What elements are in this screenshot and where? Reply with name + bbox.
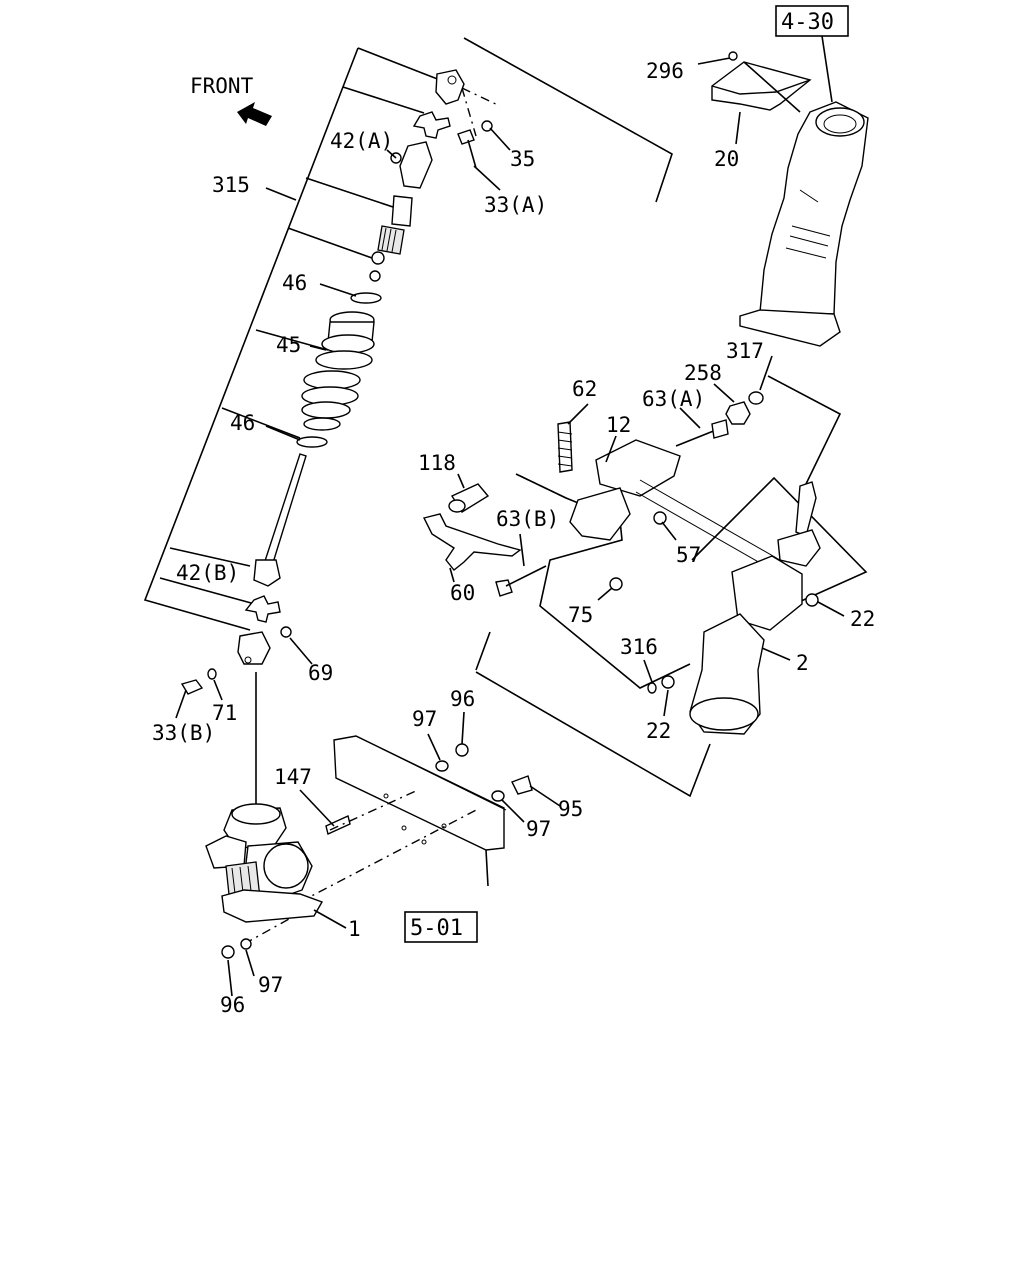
callout-22-right[interactable]: 22	[850, 607, 875, 631]
callout-316[interactable]: 316	[620, 635, 658, 659]
reference-5-01-label: 5-01	[410, 916, 463, 941]
callout-147[interactable]: 147	[274, 765, 312, 789]
boot-clamp-46-lower[interactable]	[296, 436, 328, 448]
nut-57[interactable]	[653, 511, 667, 525]
front-indicator: FRONT	[190, 74, 272, 126]
steering-shaft-upper[interactable]	[777, 481, 821, 567]
callout-20[interactable]: 20	[714, 147, 739, 171]
callout-315[interactable]: 315	[212, 173, 250, 197]
nut-96-bottom[interactable]	[221, 945, 235, 959]
universal-joint-cross-lower[interactable]	[244, 595, 281, 623]
callout-97-bottom[interactable]: 97	[258, 973, 283, 997]
lower-yoke[interactable]	[253, 559, 281, 587]
washer-97-bottom[interactable]	[240, 938, 252, 950]
callout-1[interactable]: 1	[348, 917, 361, 941]
column-frame-lines	[475, 375, 868, 798]
bolt-95[interactable]	[511, 775, 533, 795]
callout-12[interactable]: 12	[606, 413, 631, 437]
washer-97-top[interactable]	[435, 760, 449, 772]
callout-57[interactable]: 57	[676, 543, 701, 567]
reference-box-5-01[interactable]: 5-01	[404, 911, 478, 943]
callout-45[interactable]: 45	[276, 333, 301, 357]
upper-yoke[interactable]	[435, 69, 465, 105]
dust-boot-45[interactable]	[301, 311, 375, 431]
steering-gearbox-1[interactable]	[205, 803, 324, 923]
callout-96-top[interactable]: 96	[450, 687, 475, 711]
callout-33a[interactable]: 33(A)	[484, 193, 547, 217]
front-label: FRONT	[190, 74, 254, 98]
collar-nut[interactable]	[369, 251, 385, 282]
front-arrow-icon	[237, 102, 272, 126]
nut-22-right[interactable]	[805, 593, 819, 607]
slip-yoke[interactable]	[399, 141, 433, 189]
column-cover-20[interactable]	[711, 61, 812, 111]
pin-316[interactable]	[647, 682, 657, 694]
bolt-75[interactable]	[609, 577, 623, 591]
callout-97-mid[interactable]: 97	[526, 817, 551, 841]
screw-296[interactable]	[728, 51, 738, 61]
callout-labels: 296 20 42(A) 35 315 33(A) 46 45 46 317 2…	[152, 59, 875, 1017]
callout-42b[interactable]: 42(B)	[176, 561, 239, 585]
callout-69[interactable]: 69	[308, 661, 333, 685]
washer-71[interactable]	[207, 668, 217, 680]
callout-46-upper[interactable]: 46	[282, 271, 307, 295]
splined-shaft[interactable]	[377, 195, 413, 255]
callout-296[interactable]: 296	[646, 59, 684, 83]
nut-69[interactable]	[280, 626, 292, 638]
stud-147[interactable]	[325, 815, 351, 835]
callout-71[interactable]: 71	[212, 701, 237, 725]
callout-118[interactable]: 118	[418, 451, 456, 475]
callout-60[interactable]: 60	[450, 581, 475, 605]
column-lower-housing-2[interactable]	[689, 555, 803, 735]
callout-97-top[interactable]: 97	[412, 707, 437, 731]
bolt-63a[interactable]	[675, 419, 729, 447]
lower-shaft-rod[interactable]	[263, 453, 307, 567]
gearbox-yoke[interactable]	[237, 631, 271, 665]
frame-rail	[333, 735, 507, 887]
callout-22-lower[interactable]: 22	[646, 719, 671, 743]
reference-box-4-30[interactable]: 4-30	[775, 5, 849, 37]
reference-4-30-label: 4-30	[781, 10, 834, 35]
nut-22-lower[interactable]	[661, 675, 675, 689]
callout-317[interactable]: 317	[726, 339, 764, 363]
callout-63b[interactable]: 63(B)	[496, 507, 559, 531]
boot-clamp-46-upper[interactable]	[350, 292, 382, 304]
callout-95[interactable]: 95	[558, 797, 583, 821]
shaft-assembly-frame	[143, 37, 673, 631]
nut-258[interactable]	[725, 401, 751, 425]
callout-35[interactable]: 35	[510, 147, 535, 171]
washer-317[interactable]	[748, 391, 764, 405]
lever-60[interactable]	[422, 513, 522, 571]
leader-lines	[175, 57, 845, 997]
callout-33b[interactable]: 33(B)	[152, 721, 215, 745]
callout-96-bottom[interactable]: 96	[220, 993, 245, 1017]
tilt-bracket-12[interactable]	[569, 439, 781, 573]
bolt-63b[interactable]	[495, 565, 547, 597]
column-boot-housing[interactable]	[739, 101, 869, 347]
callout-46-lower[interactable]: 46	[230, 411, 255, 435]
callout-2[interactable]: 2	[796, 651, 809, 675]
callout-63a[interactable]: 63(A)	[642, 387, 705, 411]
callout-258[interactable]: 258	[684, 361, 722, 385]
washer-97-mid[interactable]	[491, 790, 505, 802]
universal-joint-cross-upper[interactable]	[412, 111, 451, 139]
callout-42a[interactable]: 42(A)	[330, 129, 393, 153]
callout-75[interactable]: 75	[568, 603, 593, 627]
nut-96-top[interactable]	[455, 743, 469, 757]
callout-62[interactable]: 62	[572, 377, 597, 401]
collar-118[interactable]	[448, 483, 490, 513]
bolt-33a[interactable]	[457, 129, 477, 169]
spring-62[interactable]	[557, 421, 573, 473]
